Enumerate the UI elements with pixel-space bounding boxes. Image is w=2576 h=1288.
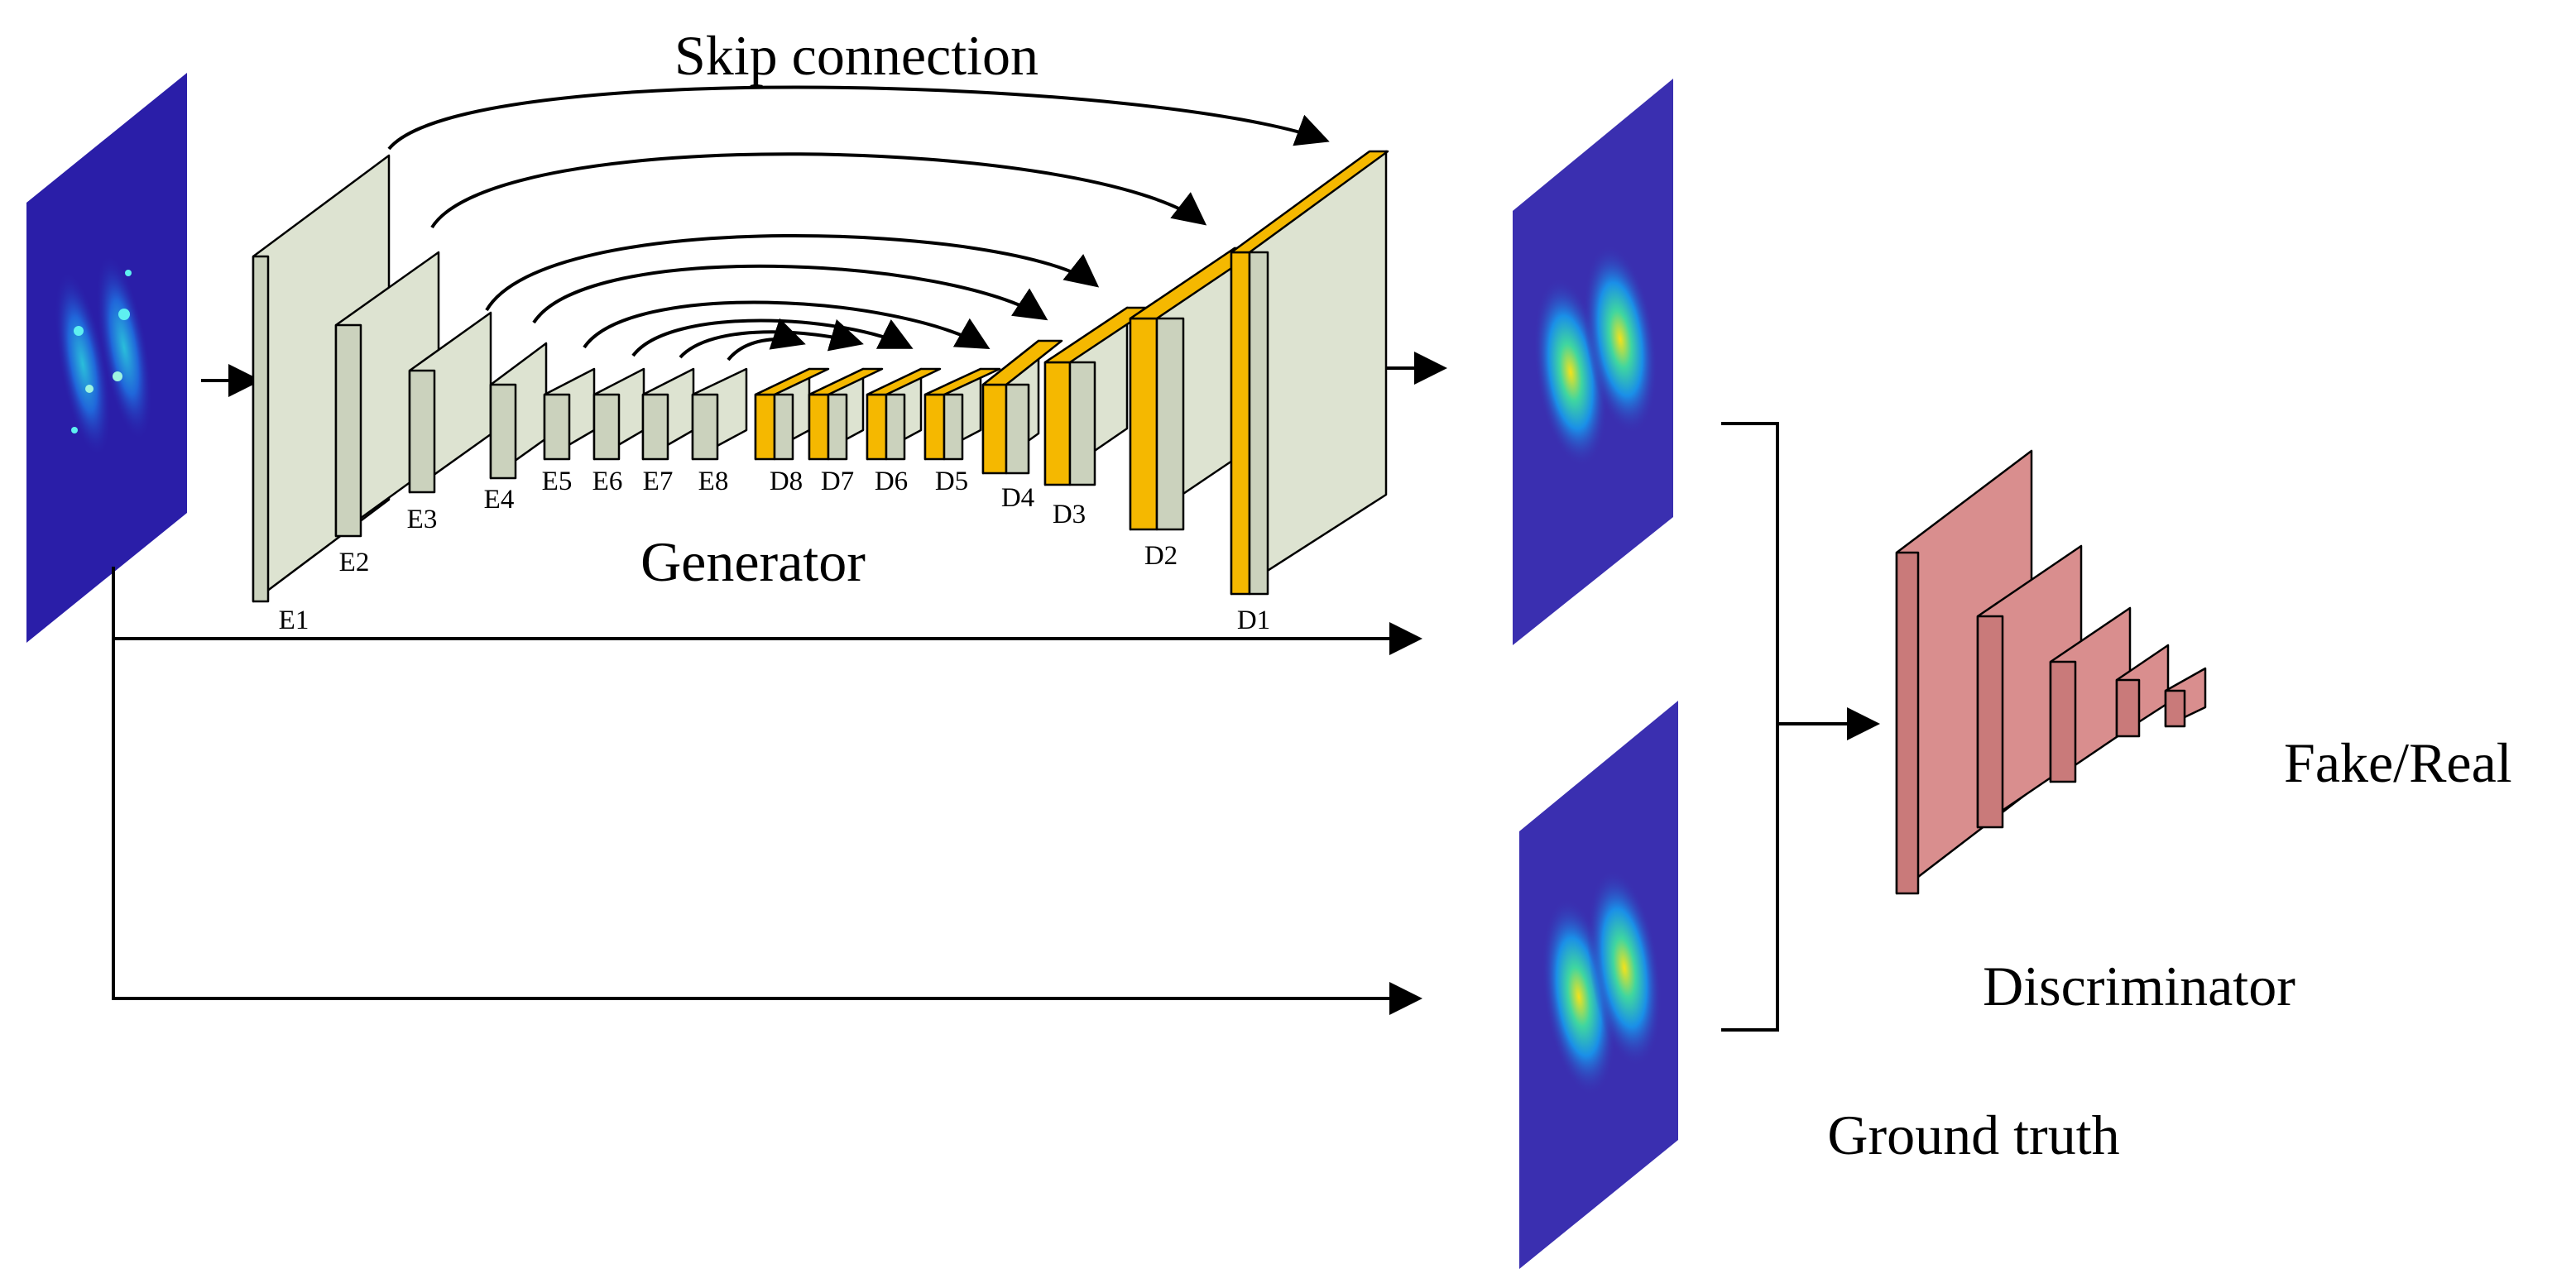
- decoder-blocks: [754, 150, 1389, 596]
- encoder-block-e6: [592, 367, 645, 461]
- encoder-block-e8: [691, 367, 748, 461]
- input-speckle-image: [26, 73, 187, 643]
- decoder-block-d4: [981, 339, 1063, 475]
- discriminator-label: Discriminator: [1983, 955, 2295, 1017]
- encoder-label: E5: [542, 467, 573, 496]
- encoder-label: E7: [643, 467, 674, 496]
- decoder-label: D4: [1001, 483, 1034, 513]
- encoder-label: E2: [339, 548, 370, 577]
- ground-truth-image: [1519, 701, 1678, 1269]
- decoder-block-d8: [754, 367, 830, 461]
- encoder-block-e7: [641, 367, 695, 461]
- skip-arc-e3-d3: [485, 233, 1100, 312]
- skip-arc-e7-d7: [679, 318, 864, 359]
- encoder-label: E6: [592, 467, 623, 496]
- flow-arrows: [112, 352, 1880, 1032]
- discriminator-block-5: [2164, 667, 2207, 728]
- input-to-ground-truth-arrow: [112, 639, 1422, 1015]
- encoder-block-e4: [489, 342, 548, 480]
- decoder-block-d2: [1129, 247, 1263, 531]
- skip-arc-e6-d6: [631, 318, 914, 357]
- decoder-label: D2: [1144, 541, 1178, 571]
- skip-arc-e4-d4: [532, 264, 1048, 324]
- skip-arc-e8-d8: [727, 318, 806, 362]
- encoder-label: E3: [407, 505, 438, 534]
- encoder-label: E8: [698, 467, 729, 496]
- decoder-label: D3: [1053, 500, 1086, 529]
- decoder-block-d6: [866, 367, 942, 461]
- skip-arc-e5-d5: [583, 300, 991, 349]
- encoder-label: E4: [484, 485, 515, 515]
- decoder-block-d7: [808, 367, 884, 461]
- skip-connection-label: Skip connection: [674, 24, 1039, 87]
- decoder-label: D7: [821, 467, 854, 496]
- skip-connection-arcs: [387, 85, 1330, 362]
- decoder-label: D5: [935, 467, 968, 496]
- discriminator-blocks: [1895, 449, 2207, 895]
- discriminator-block-4: [2115, 644, 2170, 738]
- encoder-blocks: [252, 154, 748, 603]
- encoder-block-e5: [543, 367, 596, 461]
- pair-bracket: [1721, 422, 1779, 1032]
- decoder-block-d5: [923, 367, 1001, 461]
- text-labels: Skip connection Generator Discriminator …: [279, 24, 2512, 1166]
- ground-truth-label: Ground truth: [1827, 1104, 2119, 1166]
- fake-real-label: Fake/Real: [2284, 731, 2512, 794]
- decoder-label: D8: [770, 467, 803, 496]
- decoder-block-d1: [1230, 150, 1389, 596]
- skip-arc-e1-d1: [387, 85, 1330, 151]
- encoder-label: E1: [279, 606, 309, 635]
- generator-label: Generator: [640, 530, 866, 593]
- decoder-block-d3: [1043, 306, 1154, 486]
- decoder-label: D6: [875, 467, 908, 496]
- decoder-label: D1: [1237, 606, 1270, 635]
- generated-image: [1513, 79, 1673, 645]
- skip-arc-e2-d2: [430, 152, 1207, 229]
